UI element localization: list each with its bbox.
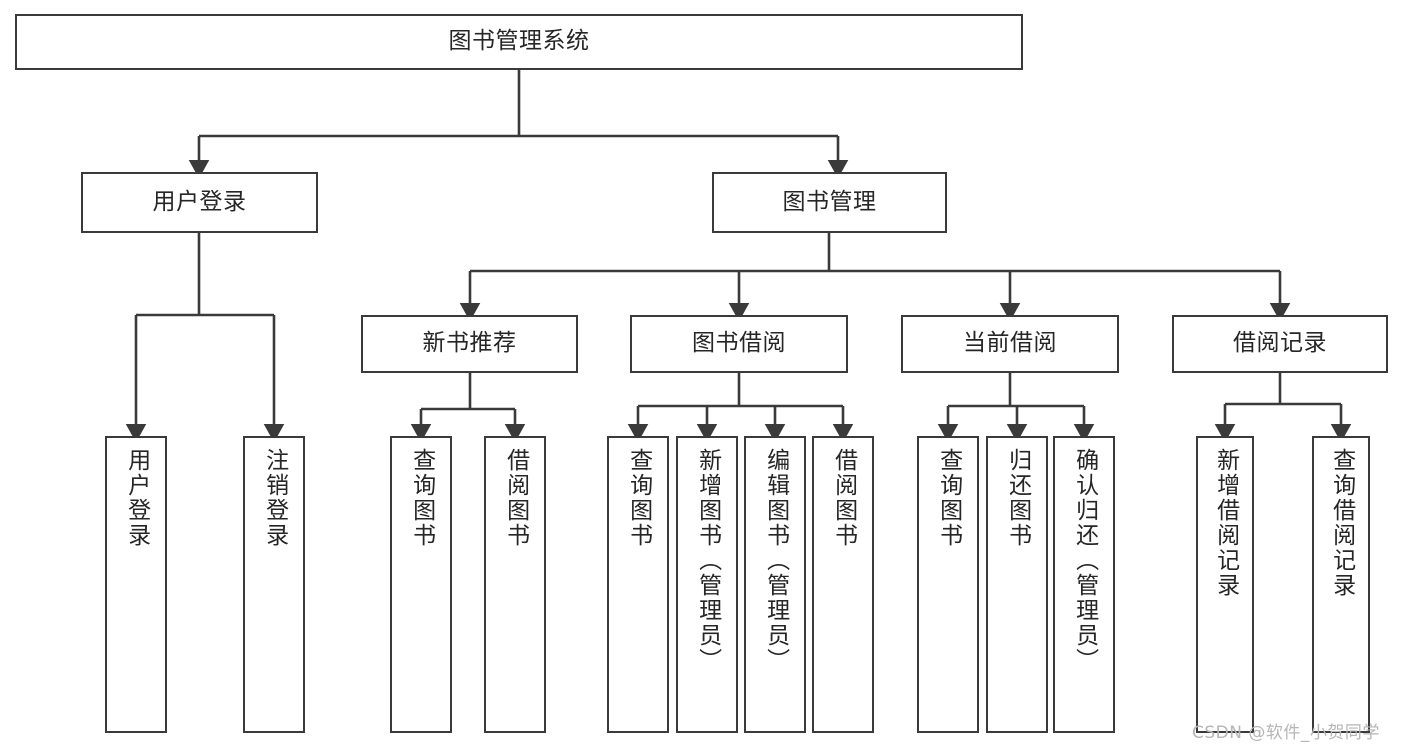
node-leaf-logout[interactable]: 注销登录 [243, 436, 305, 733]
node-level1-book-management[interactable]: 图书管理 [712, 172, 947, 233]
node-label: 当前借阅 [963, 330, 1057, 357]
node-label: 新增图书（管理员） [694, 448, 721, 673]
node-label: 用户登录 [152, 188, 247, 215]
node-leaf-user-login[interactable]: 用户登录 [105, 436, 167, 733]
node-leaf-query-borrow-record[interactable]: 查询借阅记录 [1312, 436, 1370, 733]
node-label: 借阅图书 [830, 448, 857, 548]
node-leaf-query-book-borrow[interactable]: 查询图书 [607, 436, 669, 733]
node-leaf-query-book-recommend[interactable]: 查询图书 [390, 436, 452, 733]
node-label: 新增借阅记录 [1212, 448, 1239, 598]
node-leaf-add-book-admin[interactable]: 新增图书（管理员） [676, 436, 738, 733]
node-level2-current-borrow[interactable]: 当前借阅 [901, 315, 1119, 373]
node-level2-borrow-record[interactable]: 借阅记录 [1172, 315, 1388, 373]
node-label: 借阅图书 [502, 448, 529, 548]
node-label: 图书管理 [782, 188, 877, 215]
node-level2-book-borrow[interactable]: 图书借阅 [630, 315, 848, 373]
node-label: 确认归还（管理员） [1071, 448, 1098, 673]
node-label: 注销登录 [261, 448, 288, 548]
node-label: 查询图书 [625, 448, 652, 548]
node-leaf-add-borrow-record[interactable]: 新增借阅记录 [1196, 436, 1254, 733]
node-label: 用户登录 [123, 448, 150, 548]
node-leaf-confirm-return-admin[interactable]: 确认归还（管理员） [1053, 436, 1115, 733]
watermark: CSDN @软件_小贺同学 [1192, 723, 1380, 743]
node-label: 新书推荐 [422, 330, 517, 357]
node-label: 图书借阅 [692, 330, 786, 357]
node-level2-new-book-recommend[interactable]: 新书推荐 [361, 315, 578, 373]
node-leaf-edit-book-admin[interactable]: 编辑图书（管理员） [744, 436, 806, 733]
node-label: 查询借阅记录 [1328, 448, 1355, 598]
node-leaf-return-book[interactable]: 归还图书 [986, 436, 1048, 733]
node-level1-user-login[interactable]: 用户登录 [81, 172, 318, 233]
node-label: 查询图书 [935, 448, 962, 548]
node-leaf-borrow-book[interactable]: 借阅图书 [812, 436, 874, 733]
node-leaf-query-book-current[interactable]: 查询图书 [917, 436, 979, 733]
node-leaf-borrow-book-recommend[interactable]: 借阅图书 [484, 436, 546, 733]
node-label: 归还图书 [1004, 448, 1031, 548]
node-root[interactable]: 图书管理系统 [15, 14, 1023, 70]
node-label: 查询图书 [408, 448, 435, 548]
node-label: 图书管理系统 [448, 28, 590, 55]
node-label: 借阅记录 [1233, 330, 1327, 357]
node-label: 编辑图书（管理员） [762, 448, 789, 673]
